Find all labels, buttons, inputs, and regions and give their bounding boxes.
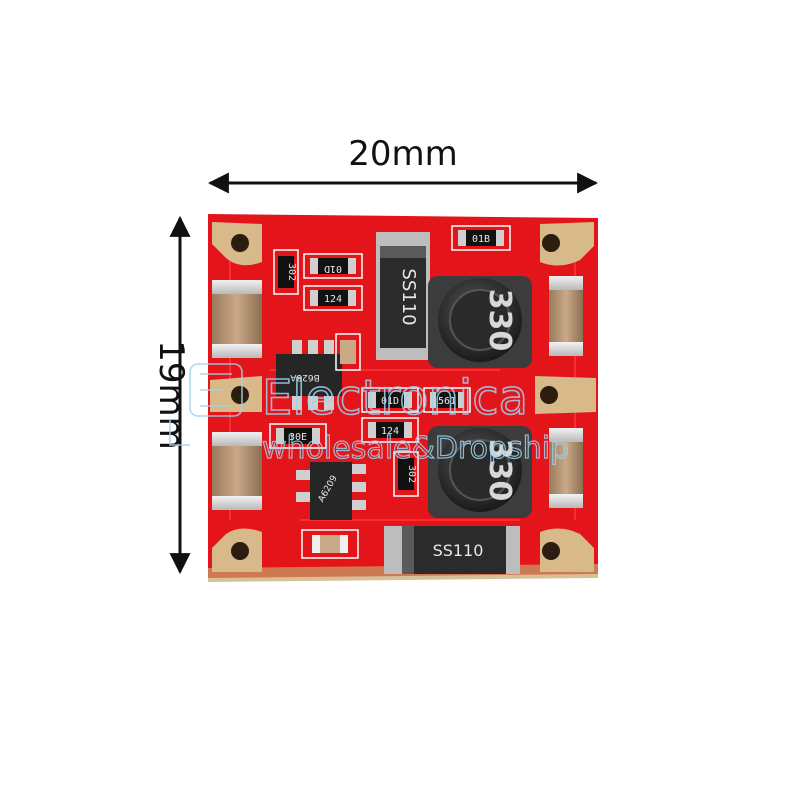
- diode-top-label: SS110: [398, 268, 419, 325]
- pad-mid-right: [535, 376, 596, 414]
- pad-top-right: [540, 222, 594, 266]
- resistor-30e-code: 30E: [289, 432, 307, 443]
- height-label: 19mm: [151, 340, 191, 450]
- resistor-01d-top: 01D: [303, 253, 363, 279]
- resistors: 01B 302 01D 124: [269, 225, 511, 559]
- resistor-01b: 01B: [451, 225, 511, 251]
- watermark: Electronica wholesale&Dropship: [169, 363, 570, 467]
- pcb-board: SS110 SS110 330 330: [208, 214, 598, 582]
- resistor-124-mid: 124: [361, 417, 419, 443]
- ic-bottom: A6209: [296, 462, 366, 520]
- resistor-561: 561: [423, 387, 471, 413]
- resistor-302-top: 302: [273, 249, 299, 295]
- resistor-124-top-code: 124: [324, 294, 342, 305]
- inductor-bottom: 330: [428, 426, 532, 518]
- watermark-logo-icon: [169, 363, 243, 446]
- pad-bottom-left: [212, 528, 262, 572]
- pad-top-left: [212, 222, 262, 266]
- inductor-bottom-label: 330: [482, 439, 517, 502]
- resistor-01d-mid: 01D: [361, 387, 419, 413]
- resistor-124-mid-code: 124: [381, 426, 399, 437]
- ic-top: B628A: [276, 340, 342, 410]
- inductor-top: 330: [428, 276, 532, 368]
- diode-top: SS110: [376, 232, 430, 360]
- solder-pads: [210, 222, 596, 572]
- resistor-302-bottom: 302: [393, 451, 419, 497]
- diode-bottom: SS110: [384, 526, 520, 574]
- watermark-sub-text: wholesale&Dropship: [262, 431, 569, 466]
- resistor-01d-mid-code: 01D: [381, 396, 399, 407]
- resistor-302-top-code: 302: [286, 263, 297, 281]
- capacitor-left-bottom: [212, 432, 262, 510]
- resistor-561-code: 561: [438, 396, 456, 407]
- capacitor-small-bottom: [301, 529, 359, 559]
- capacitor-right-top: [549, 276, 583, 356]
- width-dimension: 20mm: [207, 134, 599, 194]
- resistor-124-top: 124: [303, 285, 363, 311]
- resistor-01d-top-code: 01D: [324, 263, 342, 274]
- resistor-302-bottom-code: 302: [406, 465, 417, 483]
- capacitor-small-top: [335, 333, 361, 371]
- pad-mid-left: [210, 376, 262, 412]
- capacitor-left-top: [212, 280, 262, 358]
- height-dimension: 19mm: [151, 215, 191, 575]
- diode-bottom-label: SS110: [433, 541, 484, 560]
- capacitor-right-bottom: [549, 428, 583, 508]
- width-label: 20mm: [348, 134, 458, 174]
- watermark-main-text: Electronica: [262, 370, 528, 426]
- inductor-top-label: 330: [482, 289, 517, 352]
- ic-top-label: B628A: [289, 372, 319, 382]
- resistor-01b-code: 01B: [472, 234, 490, 245]
- resistor-30e: 30E: [269, 423, 327, 449]
- pad-bottom-right: [540, 528, 594, 572]
